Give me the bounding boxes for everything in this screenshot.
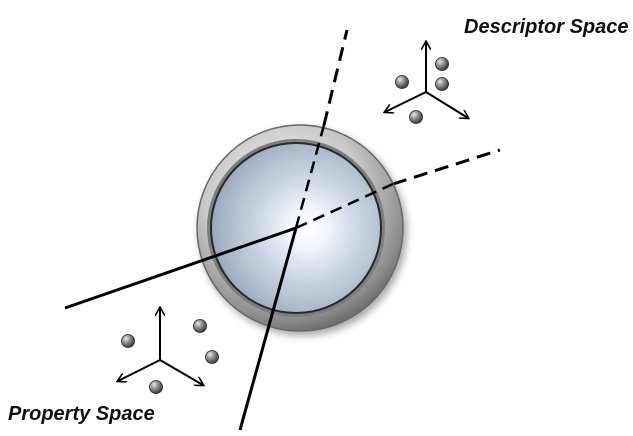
property-axis-right [159, 359, 203, 385]
property-solid-lines [64, 226, 298, 431]
property-point-4 [149, 380, 163, 394]
property-space-axes-icon [118, 308, 203, 385]
descriptor-space-axes-icon [385, 42, 468, 118]
descriptor-space-points [395, 57, 449, 124]
descriptor-point-2 [435, 57, 449, 71]
solid-line-left [64, 226, 297, 310]
descriptor-dashed-lines [322, 29, 501, 186]
descriptor-point-4 [409, 110, 423, 124]
descriptor-point-1 [395, 75, 409, 89]
property-point-3 [205, 350, 219, 364]
property-point-2 [193, 319, 207, 333]
glass-lens-icon [196, 124, 404, 332]
descriptor-space-label: Descriptor Space [464, 16, 629, 38]
descriptor-axis-right [425, 91, 468, 118]
descriptor-point-3 [435, 77, 449, 91]
dashed-line-vertical [322, 29, 349, 126]
property-space-label: Property Space [8, 403, 155, 425]
dashed-line-horizontal [392, 148, 501, 186]
descriptor-axis-left [385, 91, 427, 112]
property-space-points [121, 319, 219, 394]
property-point-1 [121, 334, 135, 348]
solid-line-down [238, 227, 298, 431]
property-axis-left [118, 359, 161, 381]
